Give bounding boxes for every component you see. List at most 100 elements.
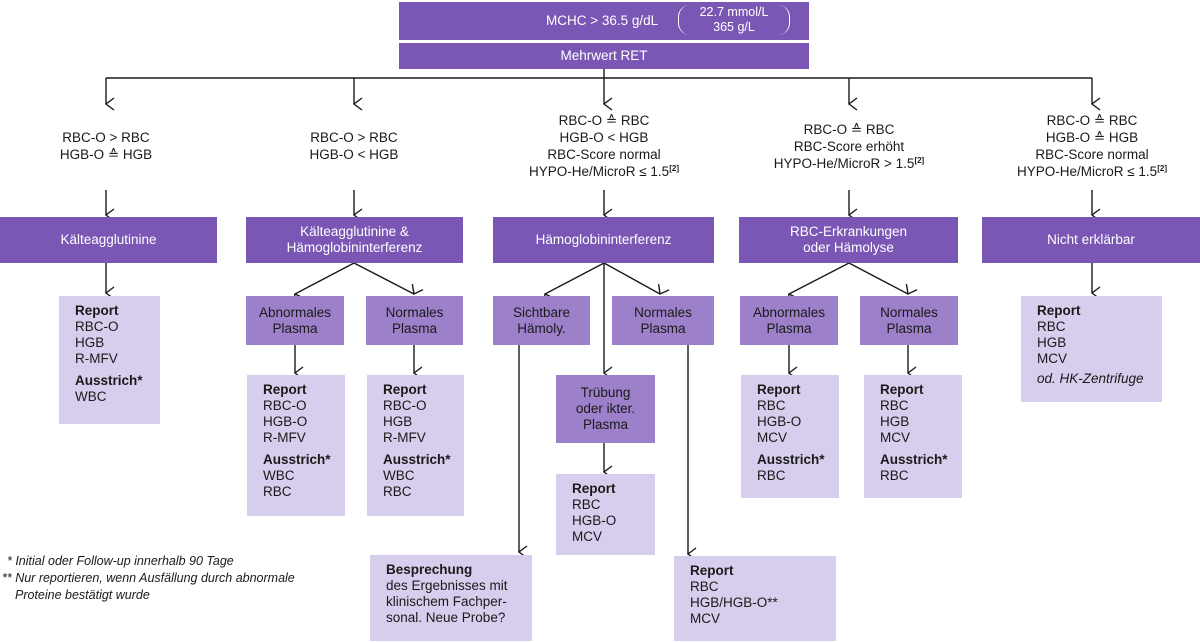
footnote-2: ** Nur reportieren, wenn Ausfällung durc… bbox=[2, 571, 295, 585]
plasma-label: Plasma bbox=[886, 320, 932, 336]
result-cold-agglutinins-hb-interference: Kälteagglutinine & Hämoglobininterferenz bbox=[246, 217, 463, 263]
report-note: od. HK-Zentrifuge bbox=[1037, 371, 1144, 386]
smear-title: Ausstrich* bbox=[383, 452, 451, 467]
result-label: oder Hämolyse bbox=[803, 240, 894, 255]
plasma-label: Abnormales bbox=[752, 304, 826, 320]
result-cold-agglutinins: Kälteagglutinine bbox=[0, 217, 217, 263]
header-condition-box: MCHC > 36.5 g/dL 22.7 mmol/L 365 g/L bbox=[399, 2, 809, 40]
report-item: HGB-O bbox=[572, 513, 617, 528]
report-item: RBC bbox=[1037, 319, 1066, 334]
report-item: RBC-O bbox=[263, 398, 307, 413]
cond-line: HGB-O ≙ HGB bbox=[1045, 130, 1139, 145]
report-title: Report bbox=[757, 382, 801, 397]
condition-col2: RBC-O > RBC HGB-O < HGB bbox=[264, 129, 444, 163]
discussion-line: des Ergebnisses mit bbox=[386, 578, 508, 593]
report-item: RBC bbox=[880, 398, 909, 413]
report-item: MCV bbox=[880, 430, 910, 445]
condition-col4: RBC-O ≙ RBC RBC-Score erhöht HYPO-He/Mic… bbox=[739, 121, 959, 172]
report-item: HGB bbox=[75, 335, 105, 350]
result-label: Nicht erklärbar bbox=[1047, 232, 1135, 247]
report-item: RBC-O bbox=[383, 398, 427, 413]
smear-item: WBC bbox=[75, 389, 107, 404]
plasma-label: Plasma bbox=[391, 320, 437, 336]
report-title: Report bbox=[263, 382, 307, 397]
plasma-label: Hämoly. bbox=[517, 320, 566, 336]
discussion-box: Besprechung des Ergebnisses mit klinisch… bbox=[370, 555, 532, 641]
cond-line: RBC-Score normal bbox=[1035, 147, 1149, 162]
plasma-label: Plasma bbox=[640, 320, 686, 336]
plasma-label: Abnormales bbox=[258, 304, 332, 320]
smear-item: RBC bbox=[383, 484, 412, 499]
plasma-label: Plasma bbox=[766, 320, 812, 336]
report-col3-turbid: Report RBC HGB-O MCV bbox=[556, 474, 655, 555]
smear-title: Ausstrich* bbox=[880, 452, 948, 467]
report-item: RBC bbox=[572, 497, 601, 512]
report-title: Report bbox=[383, 382, 427, 397]
arrow-col3-normal bbox=[603, 262, 660, 294]
plasma-label: Sichtbare bbox=[512, 304, 571, 320]
report-item: HGB bbox=[880, 414, 910, 429]
report-item: RBC bbox=[757, 398, 786, 413]
col4-abnormal-plasma: Abnormales Plasma bbox=[740, 296, 838, 345]
report-title: Report bbox=[690, 563, 734, 578]
header-unit-1: 22.7 mmol/L bbox=[699, 5, 769, 19]
cond-line: RBC-O ≙ RBC bbox=[1046, 113, 1138, 128]
next-step-label: Mehrwert RET bbox=[560, 48, 648, 63]
result-rbc-disease-hemolysis: RBC-Erkrankungen oder Hämolyse bbox=[739, 217, 958, 263]
condition-col1: RBC-O > RBC HGB-O ≙ HGB bbox=[16, 129, 196, 163]
plasma-label: oder ikter. bbox=[575, 401, 636, 416]
report-col3-normal: Report RBC HGB/HGB-O** MCV bbox=[674, 556, 836, 641]
result-unexplained: Nicht erklärbar bbox=[982, 217, 1200, 263]
arrow-col4-normal bbox=[848, 262, 908, 294]
report-item: HGB bbox=[383, 414, 413, 429]
report-col4-normal: Report RBC HGB MCV Ausstrich* RBC bbox=[864, 375, 962, 498]
cond-line: RBC-O ≙ RBC bbox=[558, 113, 650, 128]
smear-item: RBC bbox=[263, 484, 292, 499]
plasma-label: Plasma bbox=[272, 320, 318, 336]
report-col2-abnormal: Report RBC-O HGB-O R-MFV Ausstrich* WBC … bbox=[247, 375, 345, 516]
discussion-title: Besprechung bbox=[386, 562, 473, 577]
col3-normal-plasma: Normales Plasma bbox=[612, 296, 714, 345]
report-item: HGB-O bbox=[757, 414, 802, 429]
condition-col5: RBC-O ≙ RBC HGB-O ≙ HGB RBC-Score normal… bbox=[982, 112, 1200, 180]
plasma-label: Normales bbox=[634, 304, 692, 320]
plasma-label: Plasma bbox=[582, 417, 628, 432]
report-col2-normal: Report RBC-O HGB R-MFV Ausstrich* WBC RB… bbox=[367, 375, 464, 516]
plasma-label: Normales bbox=[880, 304, 938, 320]
discussion-line: sonal. Neue Probe? bbox=[386, 610, 506, 625]
result-label: RBC-Erkrankungen bbox=[789, 224, 908, 239]
cond-line: HYPO-He/MicroR > 1.5[2] bbox=[773, 156, 925, 171]
smear-title: Ausstrich* bbox=[75, 373, 143, 388]
arrow-col2-normal bbox=[353, 262, 414, 294]
footnotes: * Initial oder Follow-up innerhalb 90 Ta… bbox=[2, 553, 295, 604]
col2-normal-plasma: Normales Plasma bbox=[366, 296, 463, 345]
result-label: Kälteagglutinine & bbox=[300, 224, 409, 239]
header-condition: MCHC > 36.5 g/dL bbox=[546, 13, 659, 28]
report-col4-abnormal: Report RBC HGB-O MCV Ausstrich* RBC bbox=[741, 375, 839, 498]
plasma-label: Trübung bbox=[580, 385, 631, 400]
report-item: HGB bbox=[1037, 335, 1067, 350]
report-col1: Report RBC-O HGB R-MFV Ausstrich* WBC bbox=[59, 296, 160, 424]
condition-col3: RBC-O ≙ RBC HGB-O < HGB RBC-Score normal… bbox=[494, 112, 714, 180]
cond-line: HGB-O < HGB bbox=[309, 147, 399, 162]
smear-item: WBC bbox=[263, 468, 295, 483]
report-title: Report bbox=[75, 303, 119, 318]
result-label: Hämoglobininterferenz bbox=[535, 232, 672, 247]
footnote-1: * Initial oder Follow-up innerhalb 90 Ta… bbox=[7, 554, 234, 568]
result-label: Hämoglobininterferenz bbox=[286, 240, 423, 255]
smear-item: RBC bbox=[880, 468, 909, 483]
arrow-col2-abnormal bbox=[295, 262, 355, 294]
result-hb-interference: Hämoglobininterferenz bbox=[493, 217, 714, 263]
report-item: MCV bbox=[690, 611, 720, 626]
cond-line: RBC-O > RBC bbox=[62, 130, 150, 145]
cond-line: RBC-Score normal bbox=[547, 147, 661, 162]
report-item: HGB-O bbox=[263, 414, 308, 429]
report-title: Report bbox=[572, 481, 616, 496]
col3-turbid-icteric-plasma: Trübung oder ikter. Plasma bbox=[556, 375, 655, 443]
smear-title: Ausstrich* bbox=[263, 452, 331, 467]
smear-title: Ausstrich* bbox=[757, 452, 825, 467]
arrow-col4-abnormal bbox=[789, 262, 850, 294]
discussion-line: klinischem Fachper- bbox=[386, 594, 507, 609]
report-item: HGB/HGB-O** bbox=[690, 595, 778, 610]
